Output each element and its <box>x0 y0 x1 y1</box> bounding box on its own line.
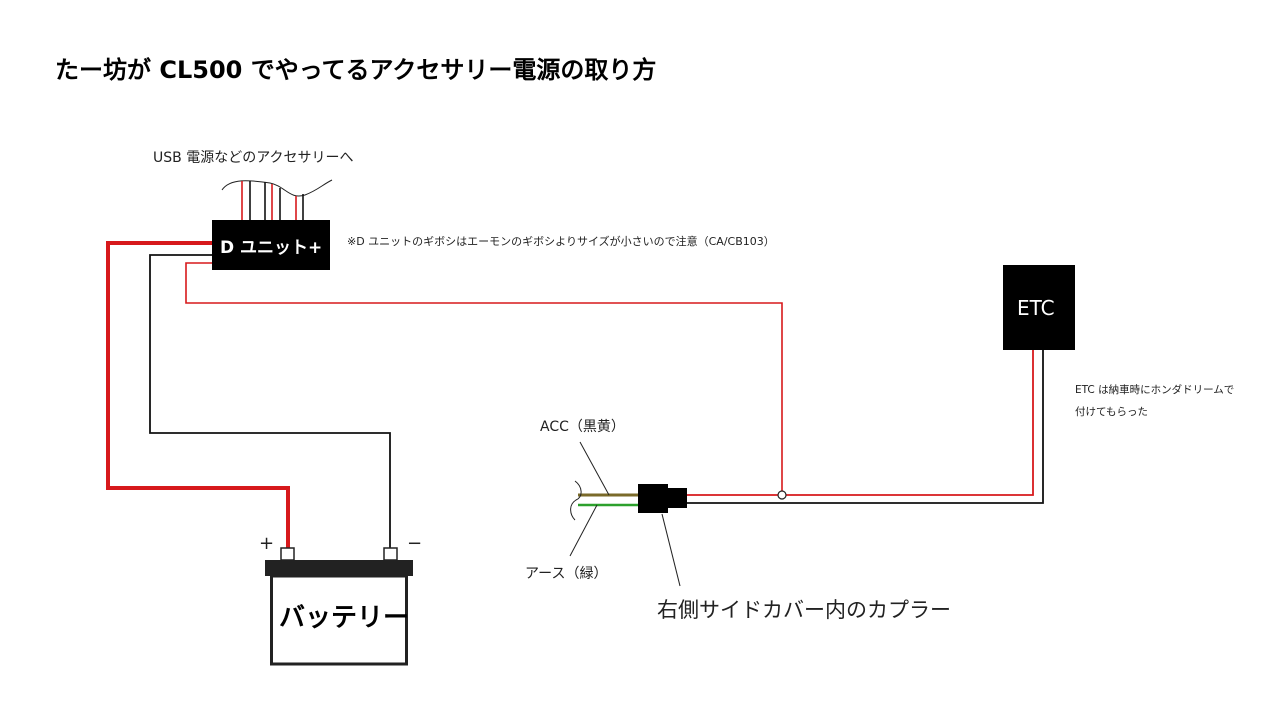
d-unit-label: D ユニット+ <box>220 238 323 258</box>
etc-label: ETC <box>1017 296 1055 320</box>
harness-cut-bracket <box>570 480 582 521</box>
usb-label: USB 電源などのアクセサリーへ <box>153 150 354 166</box>
coupler-leader <box>661 513 681 587</box>
earth-label: アース（緑） <box>525 566 608 582</box>
coupler-label: 右側サイドカバー内のカプラー <box>657 598 951 622</box>
acc-leader <box>579 441 610 496</box>
junction-point <box>777 490 787 500</box>
usb-wires <box>241 181 304 220</box>
battery-label: バッテリー <box>279 603 410 633</box>
earth-leader <box>569 504 598 557</box>
coupler-tip <box>667 488 687 508</box>
etc-note-line1: ETC は納車時にホンダドリームで <box>1075 384 1235 396</box>
battery-negative-terminal <box>383 547 398 561</box>
cable-bundle-curve <box>221 179 333 197</box>
etc-black-wire <box>687 350 1044 504</box>
battery-top <box>265 560 413 576</box>
page-title: たー坊が CL500 でやってるアクセサリー電源の取り方 <box>55 56 657 84</box>
d-unit-box <box>212 220 330 270</box>
etc-box <box>1003 265 1075 350</box>
acc-signal-wire <box>185 262 783 495</box>
battery-body <box>270 574 408 666</box>
battery-minus-sign: − <box>407 533 423 554</box>
battery-positive-terminal <box>280 547 295 561</box>
etc-note-line2: 付けてもらった <box>1075 406 1148 418</box>
etc-red-wire <box>687 350 1034 496</box>
battery-ground-wire <box>149 254 391 548</box>
coupler-body <box>638 484 668 513</box>
battery-positive-wire <box>106 241 290 548</box>
battery-plus-sign: + <box>259 533 275 554</box>
acc-label: ACC（黒黄） <box>540 419 625 435</box>
d-unit-note: ※D ユニットのギボシはエーモンのギボシよりサイズが小さいので注意（CA/CB1… <box>347 235 775 248</box>
